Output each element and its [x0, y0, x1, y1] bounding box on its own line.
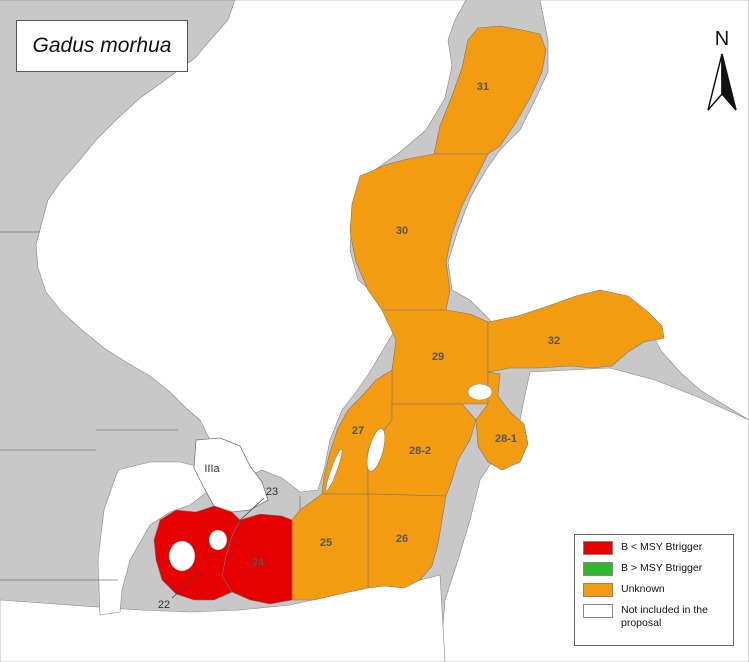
legend-label: B > MSY Btrigger	[621, 562, 703, 574]
label-31: 31	[477, 81, 489, 93]
map-title: Gadus morhua	[16, 20, 188, 72]
area-30	[349, 153, 489, 311]
area-26	[367, 493, 447, 589]
label-29: 29	[432, 351, 444, 363]
border-lines	[0, 231, 301, 581]
label-32: 32	[548, 335, 560, 347]
label-25: 25	[320, 537, 332, 549]
label-30: 30	[396, 225, 408, 237]
legend-item-above-msy: B > MSY Btrigger	[583, 562, 733, 583]
legend-item-below-msy: B < MSY Btrigger	[583, 541, 733, 562]
legend-label: B < MSY Btrigger	[621, 541, 703, 553]
label-24: 24	[252, 557, 265, 569]
leader-line-23	[235, 497, 265, 525]
legend-swatch-red	[583, 541, 613, 555]
label-26: 26	[396, 533, 408, 545]
island-funen	[168, 540, 196, 572]
area-IIIa	[193, 437, 269, 513]
label-27: 27	[352, 425, 364, 437]
island-gotland	[366, 428, 386, 472]
area-25	[291, 493, 369, 601]
island-oland	[325, 449, 343, 491]
legend-swatch-orange	[583, 583, 613, 597]
area-29	[381, 309, 489, 405]
north-letter: N	[714, 28, 730, 50]
island-zealand	[208, 529, 228, 551]
legend-item-unknown: Unknown	[583, 583, 733, 604]
label-23: 23	[266, 486, 278, 498]
legend-label: Not included in the proposal	[621, 604, 708, 629]
area-32	[487, 289, 665, 373]
legend-swatch-white	[583, 604, 613, 618]
label-28-2: 28-2	[409, 445, 431, 457]
north-arrow: N	[702, 28, 742, 118]
map-legend: B < MSY Btrigger B > MSY Btrigger Unknow…	[574, 534, 734, 646]
area-22-23	[153, 505, 241, 601]
label-IIIa: IIIa	[204, 463, 220, 475]
jutland-land	[97, 461, 211, 616]
label-22: 22	[158, 599, 170, 611]
leader-line-22	[171, 571, 201, 599]
north-arrow-icon	[707, 53, 737, 111]
label-28-1: 28-1	[495, 433, 517, 445]
legend-item-not-included: Not included in the proposal	[583, 604, 733, 634]
legend-label: Unknown	[621, 583, 665, 595]
island-saaremaa	[467, 383, 493, 401]
area-31	[433, 25, 547, 155]
legend-swatch-green	[583, 562, 613, 576]
